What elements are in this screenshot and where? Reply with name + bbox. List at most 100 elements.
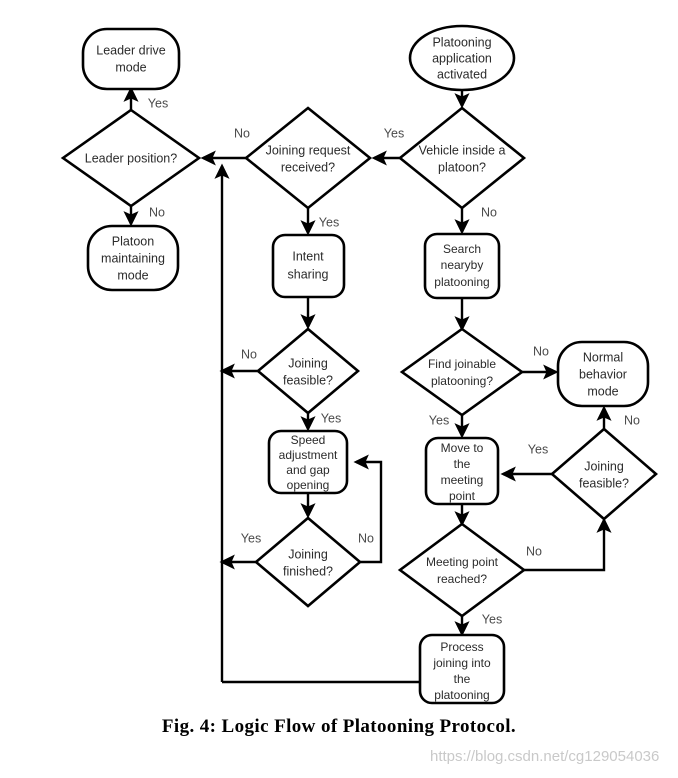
node-joining-finished[interactable]: Joining finished? [253, 516, 363, 608]
edge-label-joining-request-no: No [234, 126, 250, 140]
move-meeting-label-line3: meeting [441, 473, 484, 487]
search-nearby-label-line2: nearyby [441, 258, 484, 272]
edge-layer [123, 86, 612, 684]
meeting-reached-label-line1: Meeting point [426, 555, 499, 569]
speed-adjustment-label-line4: opening [287, 478, 330, 492]
joining-feasible-left-shape [255, 327, 361, 415]
leader-position-label: Leader position? [85, 151, 177, 165]
edge-label-meeting-reached-yes: Yes [482, 612, 502, 626]
start-node-label-line1: Platooning [432, 35, 491, 49]
joining-finished-label-line2: finished? [283, 564, 333, 578]
process-joining-label-line2: joining into [432, 656, 491, 670]
edge-joining-finished-no-to-speed-adjustment [353, 454, 383, 564]
move-meeting-label-line4: point [449, 489, 476, 503]
meeting-reached-shape [397, 522, 527, 618]
find-joinable-label-line1: Find joinable [428, 357, 496, 371]
edge-label-joining-feasible-left-yes: Yes [321, 411, 341, 425]
vehicle-inside-label-line2: platoon? [438, 160, 486, 174]
node-joining-feasible-right[interactable]: Joining feasible? [550, 427, 658, 521]
joining-feasible-right-label-line2: feasible? [579, 476, 629, 490]
process-joining-label-line1: Process [440, 640, 483, 654]
node-find-joinable-platooning[interactable]: Find joinable platooning? [399, 327, 525, 417]
edge-meeting-reached-no-to-joining-feasible-right [524, 517, 612, 572]
edge-label-leader-position-yes: Yes [148, 96, 168, 110]
edge-label-meeting-reached-no: No [526, 544, 542, 558]
speed-adjustment-label-line3: and gap [286, 463, 330, 477]
move-meeting-shape [424, 436, 500, 506]
joining-feasible-left-label-line1: Joining [288, 356, 328, 370]
joining-request-label-line2: received? [281, 160, 335, 174]
node-speed-adjustment[interactable]: Speed adjustment and gap opening [267, 429, 349, 495]
leader-drive-mode-label-line1: Leader drive [96, 43, 166, 57]
joining-request-shape [243, 106, 373, 210]
edge-label-vehicle-inside-no: No [481, 205, 497, 219]
edge-label-find-joinable-no: No [533, 344, 549, 358]
start-node-label-line2: application [432, 51, 492, 65]
meeting-reached-label-line2: reached? [437, 572, 487, 586]
edge-label-find-joinable-yes: Yes [429, 413, 449, 427]
joining-finished-label-line1: Joining [288, 547, 328, 561]
vehicle-inside-shape [397, 106, 527, 210]
process-joining-label-line4: platooning [434, 688, 489, 702]
joining-feasible-right-shape [550, 427, 658, 521]
edge-label-joining-request-yes: Yes [319, 215, 339, 229]
edge-label-joining-feasible-right-yes: Yes [528, 442, 548, 456]
edge-label-vehicle-inside-yes: Yes [384, 126, 404, 140]
start-node-shape [408, 24, 516, 92]
node-move-to-meeting-point[interactable]: Move to the meeting point [424, 436, 500, 506]
edge-label-joining-finished-no: No [358, 531, 374, 545]
edge-label-joining-feasible-right-no: No [624, 413, 640, 427]
normal-behavior-shape [556, 340, 650, 408]
find-joinable-label-line2: platooning? [431, 374, 493, 388]
move-meeting-label-line2: the [454, 457, 471, 471]
node-search-nearby-platooning[interactable]: Search nearyby platooning [423, 232, 501, 300]
leader-drive-mode-shape [81, 27, 181, 91]
node-joining-feasible-left[interactable]: Joining feasible? [255, 327, 361, 415]
normal-behavior-label-line1: Normal [583, 350, 623, 364]
joining-finished-shape [253, 516, 363, 608]
leader-position-shape [60, 108, 202, 208]
speed-adjustment-label-line2: adjustment [279, 448, 338, 462]
joining-feasible-right-label-line1: Joining [584, 459, 624, 473]
edge-label-layer: Yes No No Yes Yes No No Yes Yes No No Ye… [148, 96, 640, 626]
process-joining-shape [418, 633, 506, 705]
normal-behavior-label-line2: behavior [579, 367, 627, 381]
normal-behavior-label-line3: mode [587, 384, 618, 398]
node-normal-behavior-mode[interactable]: Normal behavior mode [556, 340, 650, 408]
search-nearby-label-line1: Search [443, 242, 481, 256]
edge-label-joining-finished-yes: Yes [241, 531, 261, 545]
watermark-text: https://blog.csdn.net/cg129054036 [430, 748, 660, 765]
node-joining-request-received[interactable]: Joining request received? [243, 106, 373, 210]
process-joining-label-line3: the [454, 672, 471, 686]
node-leader-position[interactable]: Leader position? [60, 108, 202, 208]
leader-drive-mode-label-line2: mode [115, 60, 146, 74]
intent-sharing-label-line1: Intent [292, 249, 324, 263]
node-intent-sharing[interactable]: Intent sharing [271, 233, 346, 299]
speed-adjustment-label-line1: Speed [291, 433, 326, 447]
node-process-joining[interactable]: Process joining into the platooning [418, 633, 506, 705]
intent-sharing-shape [271, 233, 346, 299]
move-meeting-label-line1: Move to [441, 441, 484, 455]
platoon-maintaining-shape [86, 224, 180, 292]
search-nearby-label-line3: platooning [434, 275, 489, 289]
joining-request-label-line1: Joining request [266, 143, 351, 157]
find-joinable-shape [399, 327, 525, 417]
node-platoon-maintaining-mode[interactable]: Platoon maintaining mode [86, 224, 180, 292]
edge-label-leader-position-no: No [149, 205, 165, 219]
search-nearby-shape [423, 232, 501, 300]
node-platooning-application-activated[interactable]: Platooning application activated [408, 24, 516, 92]
intent-sharing-label-line2: sharing [288, 267, 329, 281]
vehicle-inside-label-line1: Vehicle inside a [419, 143, 506, 157]
node-leader-drive-mode[interactable]: Leader drive mode [81, 27, 181, 91]
platoon-maintaining-label-line3: mode [117, 268, 148, 282]
node-vehicle-inside-platoon[interactable]: Vehicle inside a platoon? [397, 106, 527, 210]
joining-feasible-left-label-line2: feasible? [283, 373, 333, 387]
speed-adjustment-shape [267, 429, 349, 495]
platoon-maintaining-label-line1: Platoon [112, 234, 154, 248]
edge-label-joining-feasible-left-no: No [241, 347, 257, 361]
node-meeting-point-reached[interactable]: Meeting point reached? [397, 522, 527, 618]
figure-caption: Fig. 4: Logic Flow of Platooning Protoco… [161, 716, 517, 737]
platoon-maintaining-label-line2: maintaining [101, 251, 165, 265]
